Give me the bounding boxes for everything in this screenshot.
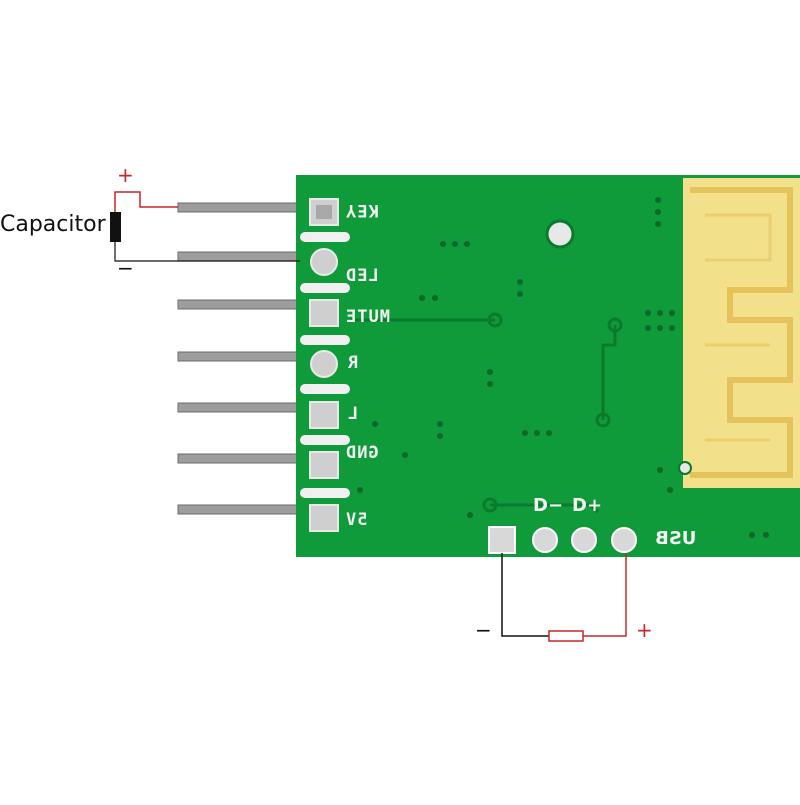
pin-label-l: L [347, 404, 359, 424]
capacitor-label: Capacitor [0, 212, 106, 237]
pcb-board [296, 175, 800, 557]
antenna-area [683, 178, 800, 488]
mounting-hole [545, 219, 575, 249]
header-pads [300, 198, 350, 532]
usb-label: USB [655, 528, 697, 549]
pin-label-5v: 5V [345, 510, 368, 530]
resistor-minus: − [475, 618, 492, 642]
pin-label-key: KEY [345, 200, 379, 220]
capacitor-plus: + [117, 163, 134, 187]
capacitor-wiring [110, 191, 300, 262]
usb-dplus-label: D+ [572, 495, 603, 516]
header-pins [177, 202, 301, 515]
pin-label-led: LED [345, 266, 379, 286]
capacitor-symbol [110, 212, 121, 242]
pin-label-gnd: GND [345, 443, 379, 463]
capacitor-minus: − [117, 256, 134, 280]
pin-label-r: R [347, 353, 359, 373]
resistor-wiring [501, 553, 627, 642]
resistor-symbol [548, 630, 584, 642]
pin-label-mute: MUTE [345, 307, 390, 327]
resistor-plus: + [636, 618, 653, 642]
usb-dminus-label: D− [533, 495, 564, 516]
